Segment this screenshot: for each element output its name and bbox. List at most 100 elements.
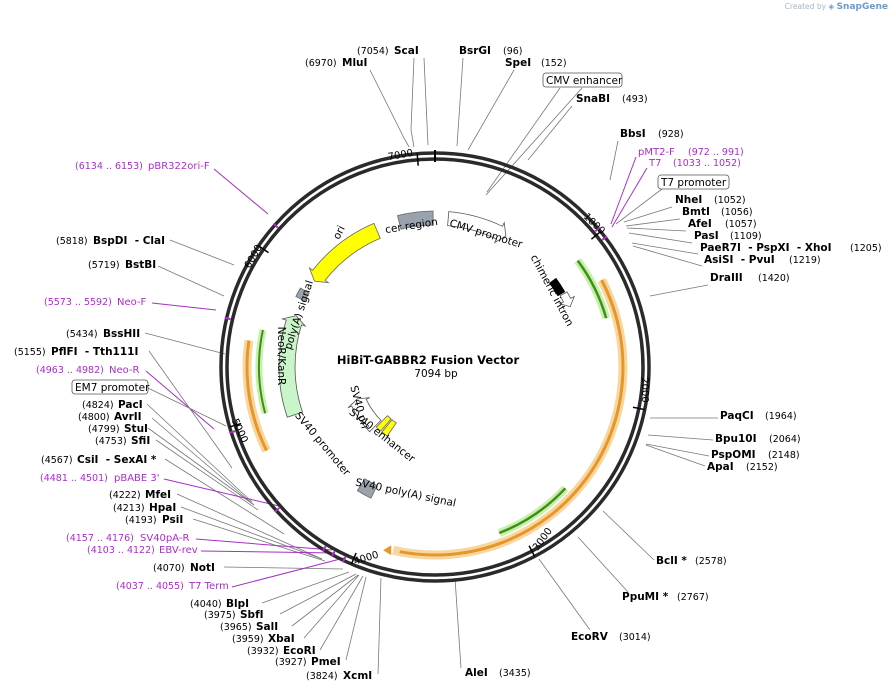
site-pos-pflfi: (5155) [14,347,46,358]
primer-name-pbr322ori-f: pBR322ori-F [148,161,210,172]
site-name-bstbi: BstBI [125,259,156,271]
green-arc-2 [498,487,567,535]
svg-text:(1420): (1420) [758,273,790,284]
site-pos-pasi: (1109) [730,231,762,242]
svg-text:SV40 enhancer: SV40 enhancer [347,406,418,465]
site-leader-line [369,69,410,148]
site-pos-bstbi: (5719) [88,260,120,271]
tick-mark-7000 [416,153,419,166]
chimeric-intron-arrow [558,291,575,308]
site-leader-line [279,573,357,615]
site-pos-afei: (1057) [725,219,757,230]
svg-text:NeoR/KanR: NeoR/KanR [275,327,287,386]
site-name-scai: ScaI [394,45,419,57]
site-name-blpi: BlpI [226,598,249,610]
ori-feature [308,222,381,284]
cer-region-label: cer region [384,216,438,236]
site-name-paqci: PaqCI [720,410,754,422]
site-pos-mfei: (4222) [109,490,141,501]
svg-text:AleI: AleI [465,667,488,679]
svg-text:(96): (96) [503,46,523,57]
site-pos-mlui: (6970) [305,58,337,69]
tick-label-6000: 6000 [243,243,265,271]
site-name-bmti: BmtI [682,206,710,218]
svg-text:BmtI: BmtI [682,206,710,218]
site-leader-line [144,332,226,355]
svg-text:chimeric intron: chimeric intron [528,253,576,329]
svg-text:(1964): (1964) [765,411,797,422]
site-leader-line [410,57,415,148]
primer-site-mark [272,222,279,229]
brand-name: SnapGene [836,2,888,12]
primer-site-mark [341,556,347,563]
tick-mark-1000 [590,231,602,240]
svg-text:pBR322ori-F: pBR322ori-F [148,161,210,172]
cmv-enhancer-leader [485,87,583,196]
primer-pos-t7: (1033 .. 1052) [673,158,741,169]
site-pos-scai: (7054) [357,46,389,57]
t7-promoter-label-box [657,174,730,190]
svg-text:AsiSI - PvuI: AsiSI - PvuI [704,254,775,266]
site-name-pasi: PasI [694,230,719,242]
neor-kanr-label: NeoR/KanR [275,327,287,386]
site-leader-line [423,57,429,146]
site-leader-line [626,227,687,232]
primer-leader-line [200,550,336,554]
site-pos-nhei: (1052) [714,195,746,206]
tick-mark-4000 [350,552,357,565]
svg-text:EM7 promoter: EM7 promoter [75,382,150,394]
svg-text:ori: ori [331,224,348,242]
site-pos-sbfi: (3975) [204,610,236,621]
svg-text:(1033 .. 1052): (1033 .. 1052) [673,158,741,169]
primer-leader-line [610,156,637,225]
site-pos-xbai: (3959) [232,634,264,645]
site-leader-line [649,284,709,297]
site-name-mlui: MluI [342,57,367,69]
svg-text:(3927): (3927) [275,657,307,668]
site-leader-line [223,566,344,570]
svg-text:SV40pA-R: SV40pA-R [140,533,189,544]
site-name-apai: ApaI [707,461,734,473]
site-leader-line [147,427,255,506]
site-pos-hpai: (4213) [113,503,145,514]
svg-text:BspDI - ClaI: BspDI - ClaI [93,235,165,247]
primer-site-mark [224,316,231,321]
svg-text:T7 Term: T7 Term [188,581,229,592]
site-name-paer7i: PaeR7I - PspXI - XhoI [700,242,832,254]
svg-text:XbaI: XbaI [268,633,295,645]
site-pos-bsrgi: (96) [503,46,523,57]
svg-text:BsrGI: BsrGI [459,45,491,57]
svg-text:(4800): (4800) [78,412,110,423]
svg-text:EcoRV: EcoRV [571,631,609,643]
primer-site-mark [321,545,327,552]
site-leader-line [647,434,714,441]
site-leader-line [645,444,706,467]
site-pos-claI: (5818) [56,236,88,247]
svg-text:(1109): (1109) [730,231,762,242]
svg-text:PpuMI *: PpuMI * [622,591,669,603]
sv40-enhancer-feature [381,419,397,437]
site-name-sbfi: SbfI [240,609,264,621]
t7-promoter-label: T7 promoter [660,177,727,189]
site-name-pspomi: PspOMI [711,449,756,461]
svg-text:SV40 promoter: SV40 promoter [292,410,353,479]
site-name-bbsi: BbsI [620,128,646,140]
site-name-xbai: XbaI [268,633,295,645]
site-name-ppumi: PpuMI * [622,591,669,603]
svg-text:(3932): (3932) [247,646,279,657]
site-leader-line [155,439,259,511]
site-name-afei: AfeI [688,218,712,230]
site-pos-noti: (4070) [153,563,185,574]
site-pos-snabi: (493) [622,94,648,105]
site-pos-draiii: (1420) [758,273,790,284]
site-leader-line [632,245,703,267]
primer-pos-pmt2-f: (972 .. 991) [688,147,744,158]
primer-name-neo-f: Neo-F [117,297,147,308]
site-name-pmei: PmeI [311,656,341,668]
primer-pos-neo-r: (4963 .. 4982) [36,365,104,376]
svg-text:(3824): (3824) [306,671,338,682]
site-name-asisi: AsiSI - PvuI [704,254,775,266]
svg-text:(1219): (1219) [789,255,821,266]
svg-text:(4037 .. 4055): (4037 .. 4055) [116,581,184,592]
